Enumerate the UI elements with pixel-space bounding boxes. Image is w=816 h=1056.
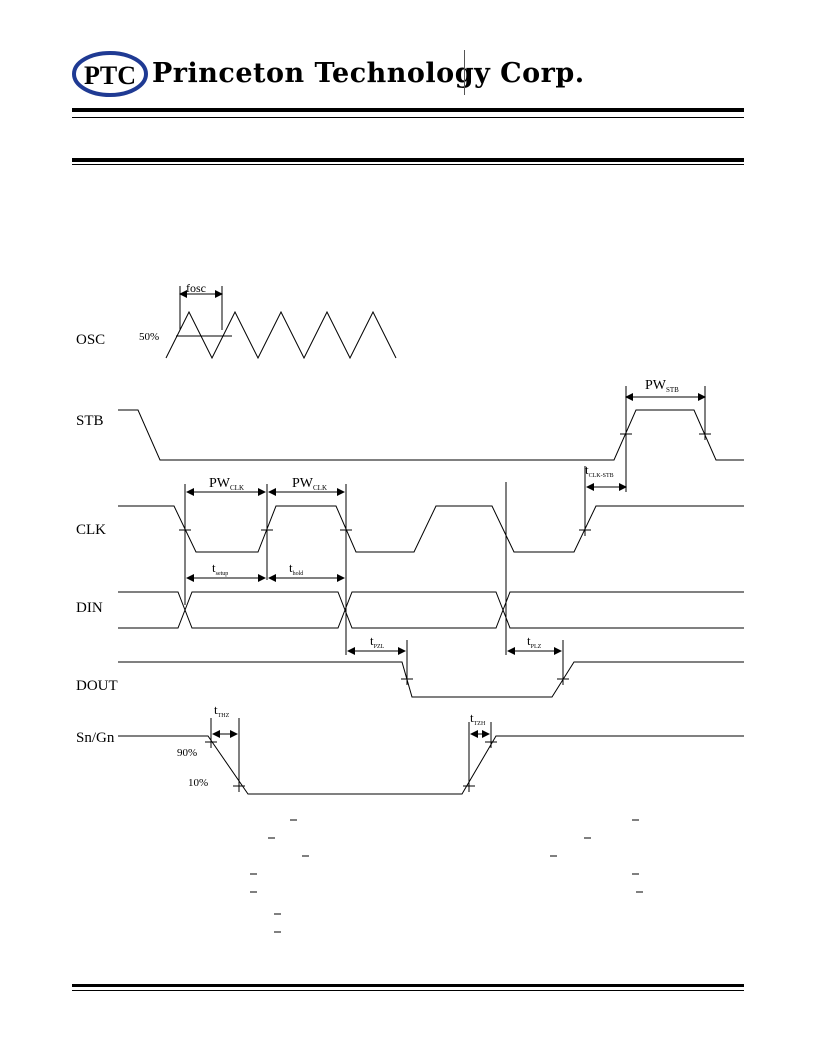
osc-50pct-label: 50% [139, 331, 159, 343]
param-pw-clk-1: PWCLK [209, 476, 244, 492]
sn-gn-10pct-label: 10% [188, 777, 208, 789]
param-t-plz: tPLZ [527, 633, 542, 650]
header-divider [464, 50, 465, 95]
footer-rule-thin [72, 990, 744, 991]
clk-waveform [118, 505, 744, 553]
fosc-label: fosc [186, 281, 206, 295]
ptc-logo-icon: PTC [72, 51, 148, 97]
company-logo: PTC Princeton Technology Corp. [72, 50, 584, 100]
param-pw-stb: PWSTB [645, 378, 679, 394]
company-name: Princeton Technology Corp. [152, 58, 585, 89]
osc-waveform [165, 310, 397, 360]
dout-waveform [118, 661, 744, 698]
signal-label-din: DIN [76, 600, 103, 616]
signal-label-osc: OSC [76, 332, 105, 348]
param-t-tzh: tTZH [470, 710, 486, 727]
signal-label-dout: DOUT [76, 678, 118, 694]
sn-gn-waveform [118, 735, 744, 795]
section-rule-thick [72, 158, 744, 162]
signal-label-clk: CLK [76, 522, 106, 538]
signal-label-stb: STB [76, 413, 104, 429]
header-rule-thin [72, 117, 744, 118]
din-waveform-high [118, 591, 744, 629]
param-t-hold: thold [289, 560, 303, 577]
param-t-setup: tsetup [212, 560, 228, 577]
param-t-clk-stb: tCLK-STB [585, 462, 614, 479]
param-t-thz: tTHZ [214, 702, 230, 719]
section-rule-thin [72, 164, 744, 165]
signal-label-sn-gn: Sn/Gn [76, 730, 115, 746]
logo-letters: PTC [84, 61, 136, 90]
param-t-pzl: tPZL [370, 633, 385, 650]
din-waveform-low [118, 591, 744, 629]
table-overline-marks [250, 819, 643, 933]
header-rule-thick [72, 108, 744, 112]
param-pw-clk-2: PWCLK [292, 476, 327, 492]
sn-gn-90pct-label: 90% [177, 747, 197, 759]
stb-waveform [118, 409, 744, 461]
footer-rule-thick [72, 984, 744, 987]
